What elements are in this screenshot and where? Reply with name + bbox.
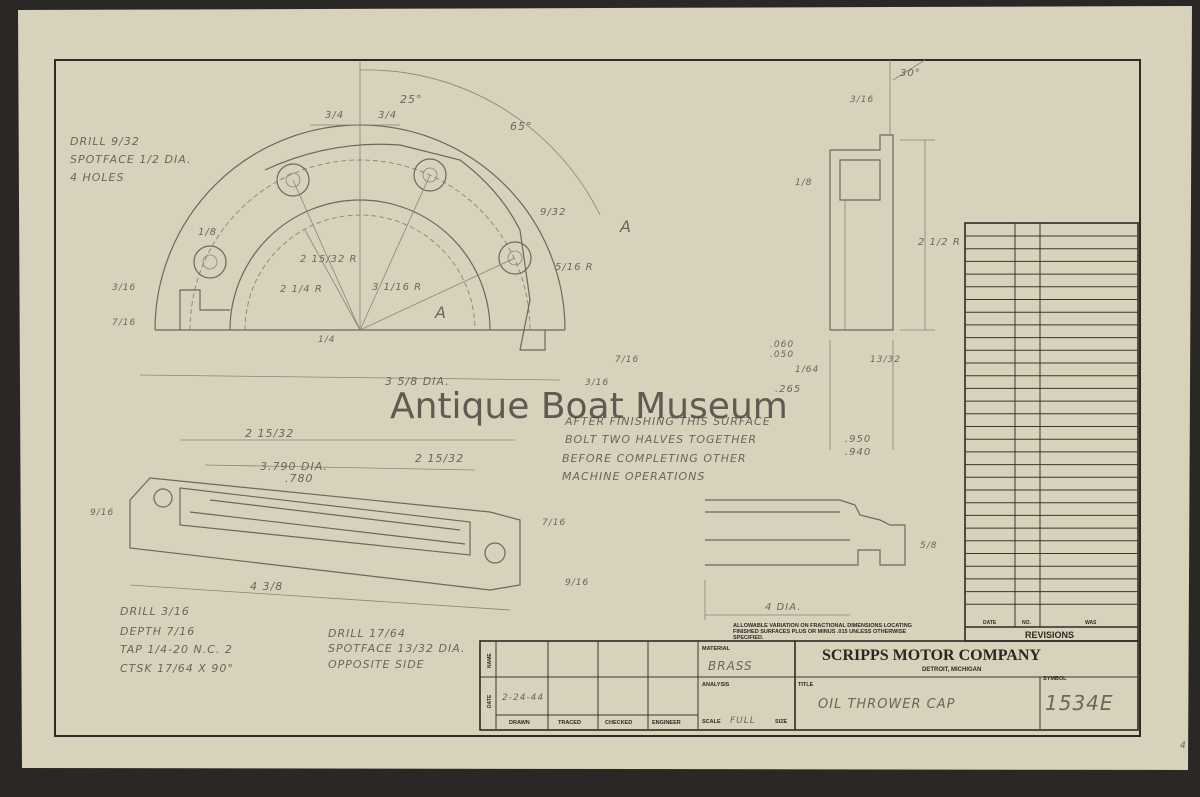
dim-label: 3 5/8 DIA.: [385, 375, 450, 388]
date-value: 2-24-44: [502, 693, 544, 703]
name-label: NAME: [487, 653, 493, 668]
dim-label: .780: [285, 472, 314, 485]
drill-note-line: SPOTFACE 1/2 DIA.: [70, 153, 191, 166]
scale-value: FULL: [730, 716, 756, 726]
dim-label: 2 15/32 R: [300, 254, 358, 265]
drill-note-line: DRILL 3/16: [120, 605, 190, 618]
dim-label: 30°: [900, 68, 921, 79]
dim-label: 4 DIA.: [765, 602, 801, 613]
traced-label: TRACED: [558, 720, 581, 726]
dim-label: 9/16: [90, 508, 114, 518]
dim-label: 13/32: [870, 355, 901, 365]
material-label: MATERIAL: [702, 646, 731, 652]
dim-label: 7/16: [542, 518, 566, 528]
dim-label: 3 1/16 R: [372, 282, 422, 293]
drill-note-line: DRILL 17/64: [328, 627, 406, 640]
dim-label: 9/16: [565, 578, 589, 588]
company-name: SCRIPPS MOTOR COMPANY: [822, 647, 1041, 664]
note-line: MACHINE OPERATIONS: [562, 470, 705, 483]
section-view: [704, 499, 906, 620]
date-label: DATE: [487, 694, 493, 708]
drill-note-line: CTSK 17/64 X 90°: [120, 662, 234, 675]
symbol-value: 1534E: [1045, 691, 1114, 715]
drill-note-line: DRILL 9/32: [70, 135, 140, 148]
revisions-header-date: DATE: [983, 620, 997, 626]
drill-note-line: OPPOSITE SIDE: [328, 658, 425, 671]
drill-note-line: DEPTH 7/16: [120, 625, 195, 638]
drill-note-line: SPOTFACE 13/32 DIA.: [328, 642, 465, 655]
watermark: Antique Boat Museum: [390, 386, 788, 427]
size-label: SIZE: [775, 719, 788, 725]
dim-label: 4 3/8: [250, 580, 283, 593]
dim-label: 25°: [400, 93, 423, 106]
dim-label: 3/16: [112, 283, 136, 293]
dim-label: 65°: [510, 120, 533, 133]
bolt-hole: [276, 163, 310, 197]
dim-label: 3/4: [325, 110, 344, 121]
dim-label: .050: [770, 350, 794, 360]
dim-label: 3.790 DIA.: [260, 460, 328, 473]
side-view: [829, 59, 935, 450]
dim-label: 3/16: [850, 95, 874, 105]
note-line: AFTER FINISHING THIS SURFACE: [564, 415, 771, 428]
section-mark: A: [619, 217, 632, 236]
revisions-header-was: WAS: [1085, 620, 1097, 626]
symbol-label: SYMBOL: [1043, 676, 1067, 682]
title-block: NAME DATE 2-24-44 DRAWN TRACED CHECKED E…: [479, 640, 1139, 731]
dim-label: .940: [845, 447, 871, 458]
dim-label: .265: [775, 384, 801, 395]
analysis-label: ANALYSIS: [702, 682, 730, 688]
bolt-hole: [193, 245, 227, 279]
tolerance-note: SPECIFIED.: [733, 635, 764, 641]
scale-label: SCALE: [702, 719, 721, 725]
dim-label: 5/8: [920, 541, 937, 551]
paper: [18, 6, 1192, 770]
dim-label: 2 1/4 R: [280, 284, 323, 295]
sheet-number: 4: [1180, 741, 1187, 751]
flange-view: [139, 62, 601, 381]
plan-view: [129, 439, 521, 611]
company-location: DETROIT, MICHIGAN: [922, 667, 981, 673]
drawn-label: DRAWN: [509, 720, 530, 726]
revisions-header-no: NO.: [1022, 620, 1032, 626]
note-line: BOLT TWO HALVES TOGETHER: [565, 433, 757, 446]
dim-label: 1/8: [795, 178, 812, 188]
dim-label: 3/16: [585, 378, 609, 388]
title-label: TITLE: [798, 682, 814, 688]
dim-label: 7/16: [615, 355, 639, 365]
dim-label: 3/4: [378, 110, 397, 121]
dim-label: .060: [770, 340, 794, 350]
drawing-title: OIL THROWER CAP: [818, 697, 955, 712]
dim-label: 1/64: [795, 365, 819, 375]
note-line: BEFORE COMPLETING OTHER: [562, 452, 747, 465]
dim-label: 1/8: [198, 227, 217, 238]
material-value: BRASS: [708, 659, 753, 673]
bolt-hole: [413, 158, 447, 192]
section-mark: A: [434, 303, 447, 322]
dim-label: .950: [845, 434, 871, 445]
dim-label: 2 15/32: [415, 452, 464, 465]
dim-label: 2 1/2 R: [918, 237, 961, 248]
dim-label: 9/32: [540, 207, 566, 218]
border-frame: [54, 59, 1141, 737]
drill-note-line: TAP 1/4-20 N.C. 2: [120, 643, 233, 656]
dim-label: 5/16 R: [555, 262, 594, 273]
bolt-hole: [498, 241, 532, 275]
engineer-label: ENGINEER: [652, 720, 681, 726]
dim-label: 2 15/32: [245, 427, 294, 440]
checked-label: CHECKED: [605, 720, 632, 726]
tolerance-note: FINISHED SURFACES PLUS OR MINUS .015 UNL…: [733, 629, 907, 635]
revisions-title: REVISIONS: [1025, 630, 1074, 640]
dim-label: 1/4: [318, 335, 335, 345]
tolerance-note: ALLOWABLE VARIATION ON FRACTIONAL DIMENS…: [733, 623, 912, 629]
dim-label: 7/16: [112, 318, 136, 328]
drill-note-line: 4 HOLES: [70, 171, 125, 184]
